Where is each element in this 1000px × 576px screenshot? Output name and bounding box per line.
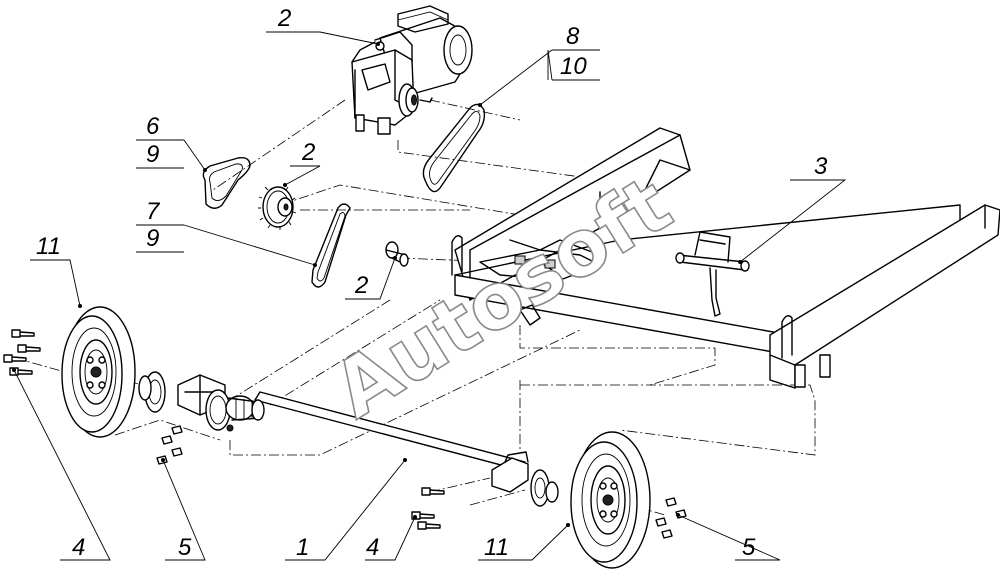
nuts-right [655, 497, 687, 539]
callout-2-top: 2 [277, 5, 291, 32]
nuts-left [156, 425, 183, 465]
leader-lines [12, 31, 847, 561]
bearing-part [385, 241, 409, 267]
callout-4-left: 4 [72, 534, 85, 561]
callout-6: 6 [146, 113, 160, 140]
callout-4-right: 4 [366, 534, 379, 561]
axle-assembly [138, 371, 559, 507]
bolts-and-nuts [3, 329, 687, 539]
bolts-right [411, 487, 445, 530]
motor-gearbox [351, 5, 473, 135]
callout-7: 7 [146, 198, 161, 225]
small-sprocket [258, 186, 297, 230]
callout-2-mid: 2 [301, 139, 315, 166]
callout-8: 8 [566, 23, 580, 50]
bolts-left [3, 329, 41, 376]
callout-labels: 2 8 10 6 9 2 7 9 3 11 2 4 5 1 4 11 5 [36, 5, 828, 561]
callout-2-low: 2 [354, 272, 368, 299]
callout-11-left: 11 [36, 233, 61, 260]
callout-5-right: 5 [742, 534, 756, 561]
wheel-right [570, 431, 651, 569]
callout-9-b: 9 [146, 225, 159, 252]
wheel-left [61, 306, 136, 438]
callout-9-a: 9 [146, 141, 159, 168]
callout-1: 1 [296, 534, 309, 561]
assembly-guide-lines [14, 99, 816, 516]
chain-7 [311, 203, 351, 288]
frame-assembly [451, 127, 1000, 389]
watermark-text: Autosoft [318, 159, 686, 436]
callout-10: 10 [560, 53, 587, 80]
callout-5-left: 5 [178, 534, 192, 561]
callout-3: 3 [814, 153, 828, 180]
chain-8 [422, 103, 486, 193]
callout-11-right: 11 [484, 534, 509, 561]
